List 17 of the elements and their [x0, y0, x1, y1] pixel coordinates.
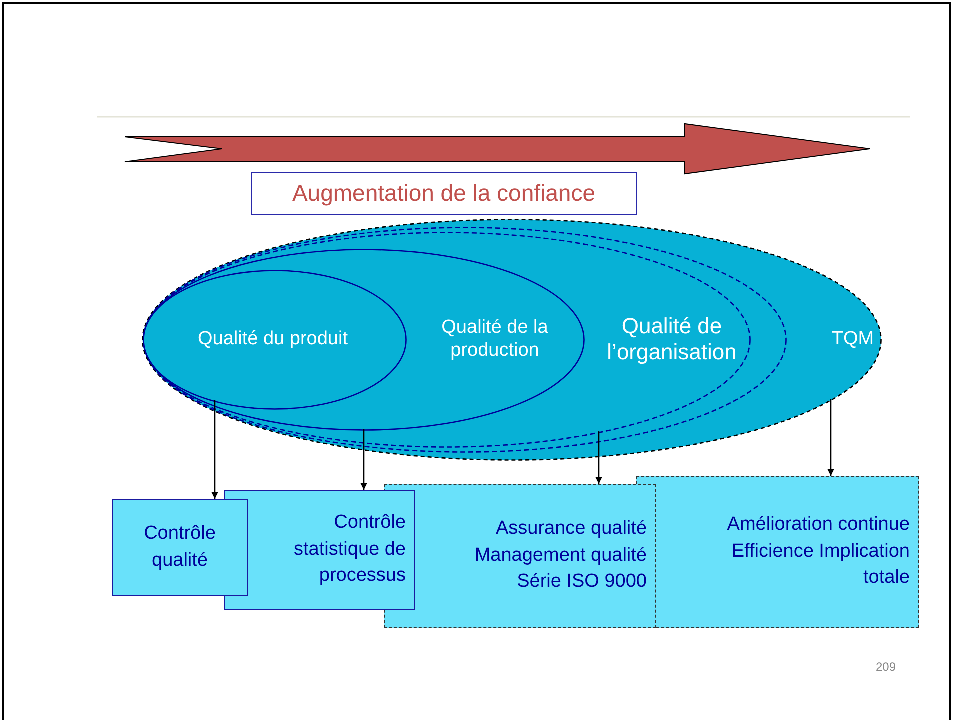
- box-text: Augmentation de la confiance: [291, 179, 597, 208]
- arrow: [360, 429, 368, 490]
- text-box: [224, 490, 415, 610]
- arrow: [212, 400, 218, 499]
- box-text: Amélioration continue Efficience Implication totale: [726, 512, 910, 590]
- ellipse-label: Qualité de l’organisation: [606, 314, 738, 366]
- box-text: Contrôle qualité: [143, 522, 217, 572]
- ellipse-label: Qualité du produit: [197, 328, 349, 352]
- ellipse-label: TQM: [830, 328, 876, 352]
- box-text: Assurance qualité Management qualité Série ISO 9000: [474, 516, 647, 594]
- text-box: [112, 499, 248, 596]
- ellipse-label: Qualité de la production: [440, 317, 550, 363]
- page-number: 209: [876, 660, 896, 674]
- arrow: [596, 432, 602, 484]
- arrow: [828, 399, 834, 476]
- caption-box: [251, 172, 637, 215]
- box-text: Contrôle statistique de processus: [293, 510, 406, 588]
